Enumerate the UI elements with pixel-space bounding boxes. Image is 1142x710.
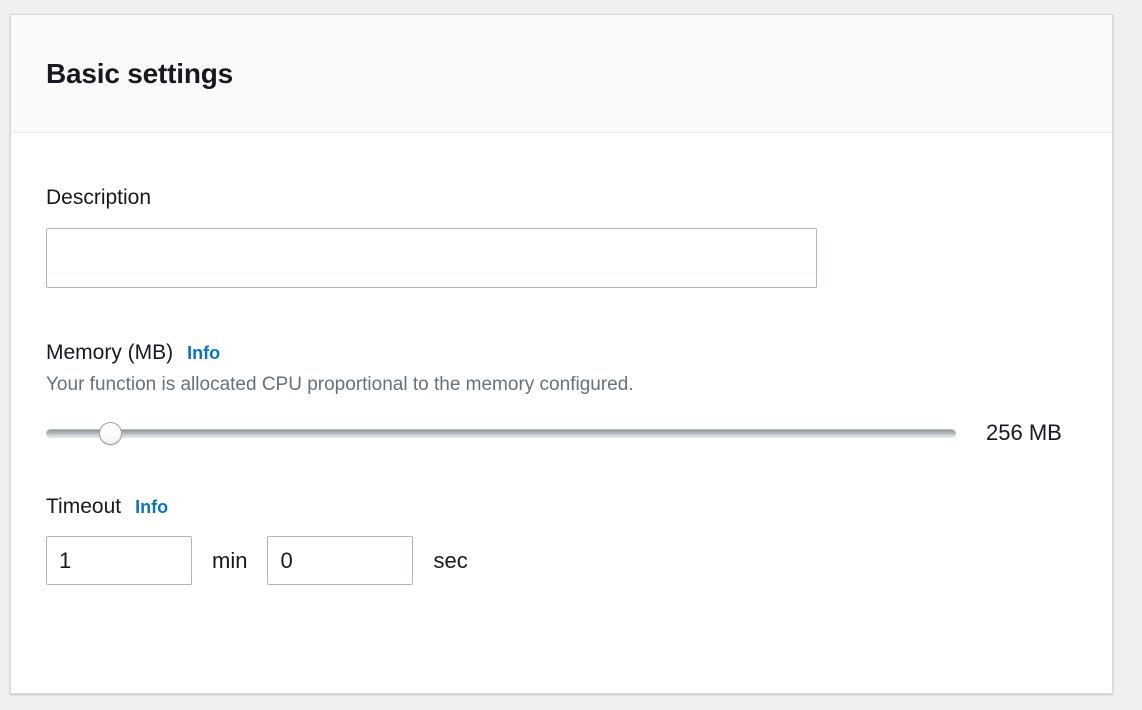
panel-header: Basic settings	[11, 15, 1112, 133]
memory-hint: Your function is allocated CPU proportio…	[46, 374, 634, 395]
memory-info-link[interactable]: Info	[187, 343, 221, 363]
timeout-field-group: Timeout Info min sec	[46, 494, 1077, 585]
description-label: Description	[46, 185, 1077, 211]
panel-body: Description Memory (MB) Info Your functi…	[11, 133, 1112, 585]
timeout-seconds-unit: sec	[433, 547, 468, 573]
page-title: Basic settings	[46, 57, 234, 89]
memory-slider-row: 256 MB	[46, 420, 1077, 446]
memory-label-text: Memory (MB)	[46, 341, 174, 364]
memory-slider-thumb[interactable]	[99, 421, 123, 445]
memory-label: Memory (MB) Info	[46, 340, 1077, 366]
basic-settings-panel: Basic settings Description Memory (MB) I…	[10, 14, 1113, 694]
timeout-inputs-row: min sec	[46, 536, 1077, 585]
memory-slider-track[interactable]	[46, 428, 956, 438]
memory-value-label: 256 MB	[986, 420, 1062, 445]
timeout-label-text: Timeout	[46, 495, 122, 518]
memory-field-group: Memory (MB) Info Your function is alloca…	[46, 340, 1077, 446]
timeout-seconds-input[interactable]	[267, 536, 414, 585]
timeout-minutes-input[interactable]	[46, 536, 192, 585]
timeout-minutes-unit: min	[212, 547, 248, 573]
description-label-text: Description	[46, 186, 152, 209]
description-input[interactable]	[46, 228, 817, 288]
description-field-group: Description	[46, 185, 1077, 288]
timeout-label: Timeout Info	[46, 494, 1077, 520]
timeout-info-link[interactable]: Info	[135, 497, 169, 517]
memory-slider[interactable]	[46, 421, 956, 445]
